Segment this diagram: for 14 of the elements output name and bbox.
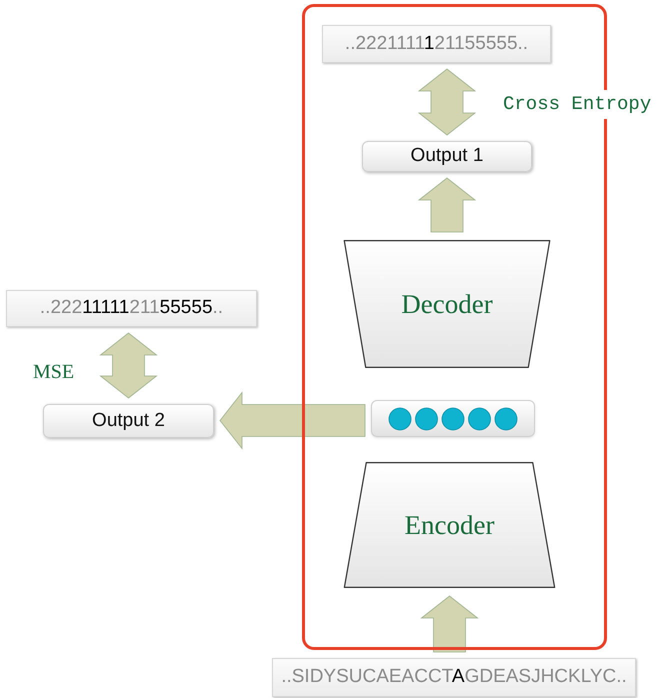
latent-vector-bar	[371, 400, 535, 437]
block-arrow	[220, 391, 366, 450]
edge-label: Cross Entropy	[503, 90, 652, 118]
output-box: Output 2	[43, 404, 214, 438]
block-arrow	[420, 596, 479, 652]
sequence-box: ..2221111121155555..	[6, 290, 257, 327]
double-block-arrow	[99, 332, 158, 398]
sequence-box: ..2221111121155555..	[322, 25, 551, 63]
block-label: Encoder	[404, 508, 494, 542]
output-box: Output 1	[362, 141, 532, 172]
block-label: Decoder	[401, 288, 493, 321]
block-arrow	[418, 178, 476, 232]
double-block-arrow	[418, 68, 476, 136]
sequence-box: ..SIDYSUCAEACCTAGDEASJHCKLYC..	[272, 658, 636, 697]
